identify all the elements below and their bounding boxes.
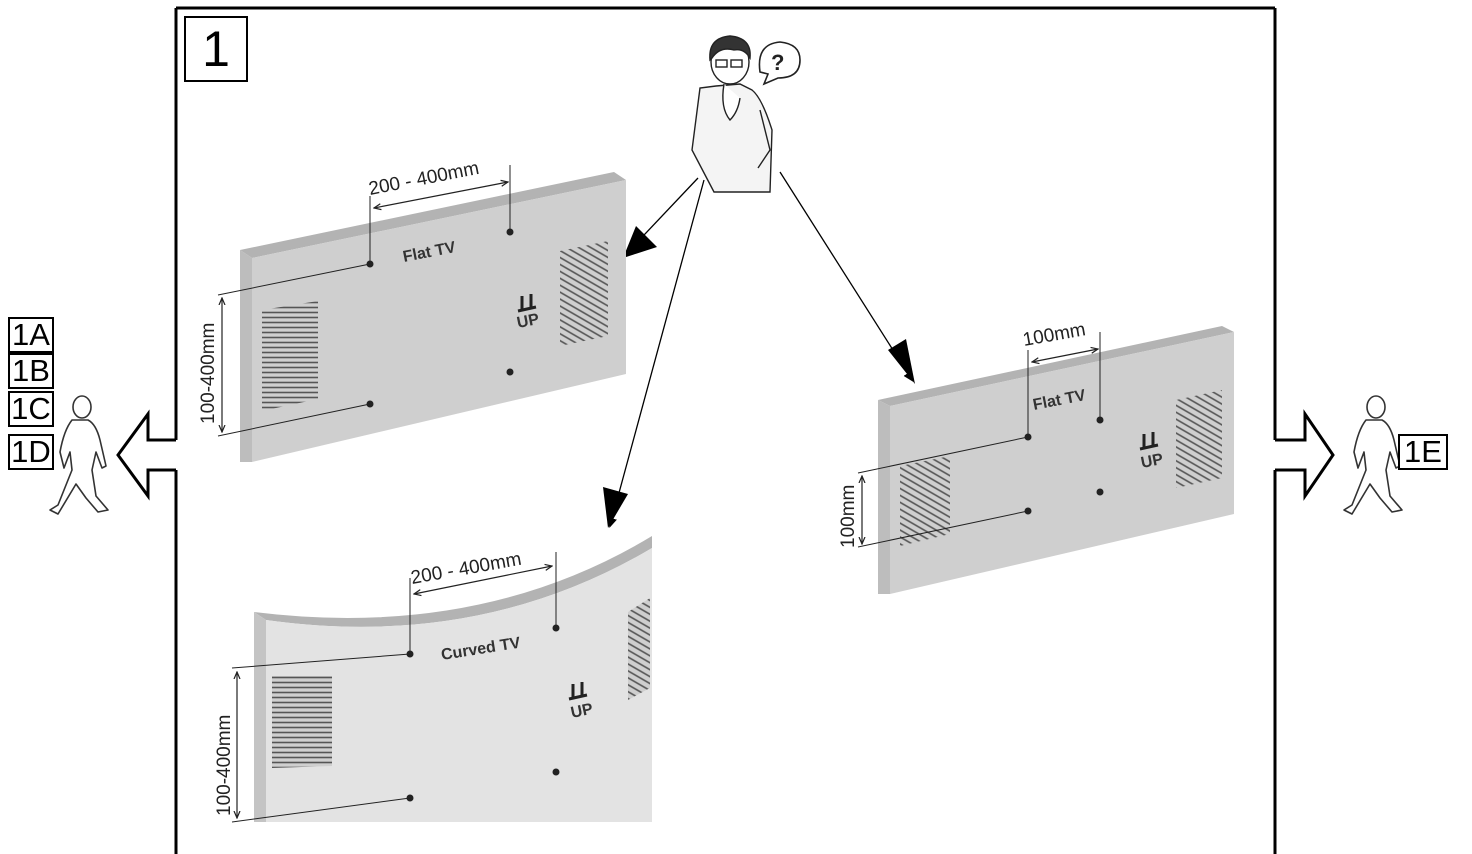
previous-step-tag-1b[interactable]: 1B: [8, 353, 54, 389]
flat-tv-large-panel: 200 - 400mm 100-400mm Flat TV UP: [198, 158, 626, 462]
mount-hole: [552, 768, 560, 776]
vertical-dimension-label: 100-400mm: [198, 323, 219, 424]
pointer-arrows: [607, 171, 914, 528]
vent-left: [262, 301, 318, 411]
walking-person-right-icon: [1343, 395, 1403, 515]
horizontal-dimension-label: 200 - 400mm: [367, 158, 481, 200]
up-indicator-icon: UP: [1140, 432, 1165, 472]
mount-hole: [1096, 488, 1104, 496]
previous-step-tag-1c[interactable]: 1C: [8, 391, 54, 427]
mount-hole: [506, 368, 514, 376]
thinking-person-icon: [691, 35, 773, 193]
previous-step-arrow[interactable]: [116, 409, 176, 501]
next-step-tag-1e[interactable]: 1E: [1398, 434, 1448, 470]
vertical-dimension-label: 100-400mm: [214, 715, 235, 816]
up-indicator-icon: UP: [516, 294, 541, 332]
svg-text:?: ?: [771, 50, 784, 75]
pointer-arrowhead-flat-small: [888, 339, 915, 384]
pointer-arrowhead-flat-large: [623, 226, 657, 258]
vent-left: [900, 456, 950, 546]
flat-tv-small-panel: 100mm 100mm Flat TV UP: [838, 319, 1234, 594]
pointer-arrowhead-curved: [603, 487, 628, 528]
vertical-dimension-label: 100mm: [838, 485, 859, 548]
next-step-arrow[interactable]: [1275, 409, 1335, 501]
question-mark-icon: ?: [758, 41, 801, 86]
up-indicator-icon: UP: [568, 682, 595, 722]
vent-right: [628, 598, 650, 700]
up-label: UP: [516, 311, 541, 332]
curved-tv-panel: 200 - 400mm 100-400mm Curved TV UP: [214, 536, 652, 823]
previous-step-tag-1d[interactable]: 1D: [8, 434, 54, 470]
up-label: UP: [1140, 451, 1165, 472]
horizontal-dimension-label: 100mm: [1021, 319, 1087, 351]
up-label: UP: [569, 701, 595, 722]
vent-left: [272, 676, 332, 768]
step-number-box: 1: [184, 16, 248, 82]
vent-right: [560, 241, 608, 346]
main-frame: [174, 6, 1277, 854]
previous-step-tag-1a[interactable]: 1A: [8, 317, 54, 353]
walking-person-left-icon: [49, 395, 109, 515]
vent-right: [1176, 390, 1222, 488]
